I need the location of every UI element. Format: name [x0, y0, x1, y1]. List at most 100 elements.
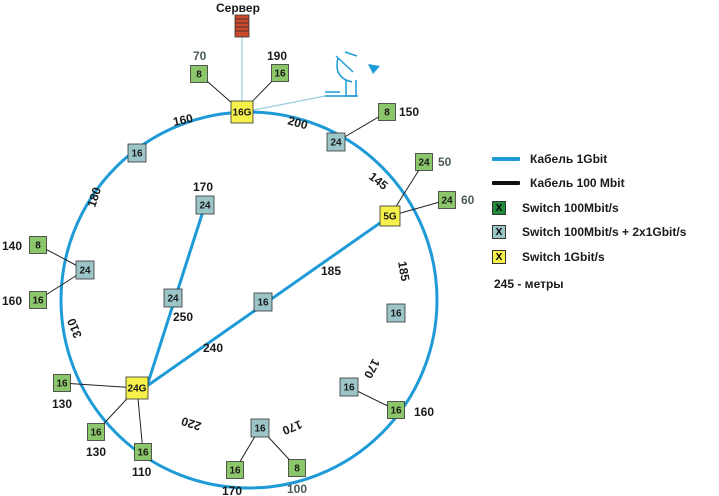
- switch-port-label: 8: [35, 241, 41, 252]
- distance-label-top-a: 70: [193, 49, 207, 63]
- switch-core-right: 5G: [379, 205, 401, 227]
- switch-box: [163, 288, 183, 308]
- switch-box: [230, 100, 254, 124]
- switch-s-inner-top: 24: [195, 195, 215, 215]
- switch-port-label: 24: [418, 158, 430, 169]
- switch-box: [271, 64, 289, 82]
- legend-cable-100m: Кабель 100 Mbit: [492, 174, 625, 192]
- switch-port-label: 16: [137, 448, 149, 459]
- distance-label-ring-310: 310: [64, 316, 85, 340]
- distance-label-ring-200: 200: [286, 113, 309, 132]
- switch-box: [125, 376, 149, 400]
- switch-box: [288, 459, 306, 477]
- distance-label-lr: 160: [414, 405, 434, 419]
- switch-port-label: 16: [274, 69, 286, 80]
- cable-100m-swatch: [492, 181, 520, 185]
- distance-label-b1: 170: [222, 484, 242, 496]
- switch-port-label: 24: [167, 294, 179, 305]
- switch-box: [339, 377, 359, 397]
- legend-sw-1g-label: Switch 1Gbit/s: [522, 250, 605, 264]
- distance-label-inner-250: 250: [173, 310, 193, 324]
- switch-port-label: 16: [254, 424, 266, 435]
- switch-leaf-bl2: 16: [87, 423, 105, 441]
- distance-label-r1: 50: [438, 155, 452, 169]
- distance-label-ring-170-bottom: 170: [280, 417, 304, 438]
- distance-label-ring-180: 180: [85, 185, 105, 209]
- switch-box: [87, 423, 105, 441]
- server-icon: [234, 14, 250, 38]
- distance-label-top-b: 190: [267, 49, 287, 63]
- legend-cable-1g-label: Кабель 1Gbit: [530, 152, 608, 166]
- switch-port-label: 16: [56, 379, 68, 390]
- switch-port-label: 16: [131, 149, 143, 160]
- cable-1g-swatch: [492, 157, 520, 161]
- distance-label-l2: 160: [2, 294, 22, 308]
- distance-label-inner-170: 170: [193, 180, 213, 194]
- distance-label-b2: 100: [287, 482, 307, 496]
- legend-units: 245 - метры: [494, 275, 564, 293]
- switch-s-bottom: 16: [250, 418, 270, 438]
- switch-leaf-r2: 24: [438, 191, 456, 209]
- switch-leaf-b2: 8: [288, 459, 306, 477]
- switch-s-lower-right: 16: [339, 377, 359, 397]
- switch-box: [29, 236, 47, 254]
- legend-sw-100-2x1g: X Switch 100Mbit/s + 2x1Gbit/s: [492, 223, 686, 241]
- switch-box: [438, 191, 456, 209]
- switch-port-label: 16G: [233, 108, 252, 119]
- switch-port-label: 24: [330, 138, 342, 149]
- distance-label-bl3: 110: [132, 465, 152, 479]
- legend-sw-100-2x1g-label: Switch 100Mbit/s + 2x1Gbit/s: [522, 225, 687, 239]
- switch-leaf-l2: 16: [29, 291, 47, 309]
- switch-port-label: 16: [390, 309, 402, 320]
- signal-arrow-icon: [368, 64, 380, 74]
- satellite-dish-icon: [325, 55, 358, 97]
- distance-label-inner-185: 185: [321, 264, 341, 278]
- switch-s-upper-left: 16: [127, 143, 147, 163]
- switch-port-label: 24: [79, 266, 91, 277]
- switch-box: [53, 374, 71, 392]
- distance-label-inner-240: 240: [203, 341, 223, 355]
- switch-leaf-r1: 24: [415, 153, 433, 171]
- distance-label-bl1: 130: [52, 397, 72, 411]
- legend-cable-100m-label: Кабель 100 Mbit: [530, 176, 625, 190]
- legend-sw-1g: X Switch 1Gbit/s: [492, 248, 605, 266]
- switch-s-inner-mid: 24: [163, 288, 183, 308]
- switch-port-label: 16: [90, 428, 102, 439]
- switch-box: [387, 401, 405, 419]
- distance-label-l1: 140: [2, 239, 22, 253]
- distance-label-tr: 150: [399, 105, 419, 119]
- switch-box: [29, 291, 47, 309]
- legend-cable-1g: Кабель 1Gbit: [492, 150, 607, 168]
- switch-box: [415, 153, 433, 171]
- switch-s-left: 24: [75, 260, 95, 280]
- satellite-link: [243, 95, 350, 113]
- switch-s-center: 16: [253, 292, 273, 312]
- cables-100m: [37, 72, 448, 471]
- switch-leaf-top-b: 16: [271, 64, 289, 82]
- switch-box: [195, 195, 215, 215]
- legend-units-label: 245 - метры: [494, 277, 564, 291]
- switch-s-top-right: 24: [326, 132, 346, 152]
- switch-port-label: 16: [343, 383, 355, 394]
- switch-port-label: 16: [229, 466, 241, 477]
- switch-box: [386, 303, 406, 323]
- distance-label-ring-170-right: 170: [361, 357, 383, 382]
- switch-box: [379, 205, 401, 227]
- switch-port-label: 16: [32, 296, 44, 307]
- sw-100-2x1g-swatch: X: [492, 225, 506, 239]
- distance-label-ring-160: 160: [172, 111, 195, 129]
- switch-leaf-lr: 16: [387, 401, 405, 419]
- switch-core-left: 24G: [125, 376, 149, 400]
- switch-box: [190, 65, 208, 83]
- switch-box: [326, 132, 346, 152]
- switch-leaf-b1: 16: [226, 461, 244, 479]
- switch-box: [250, 418, 270, 438]
- distance-label-ring-220: 220: [179, 414, 203, 434]
- switch-port-label: 16: [257, 298, 269, 309]
- switch-port-label: 24G: [128, 384, 147, 395]
- switch-port-label: 8: [196, 70, 202, 81]
- switch-leaf-tr: 8: [378, 103, 396, 121]
- switch-leaf-bl3: 16: [134, 443, 152, 461]
- switch-box: [226, 461, 244, 479]
